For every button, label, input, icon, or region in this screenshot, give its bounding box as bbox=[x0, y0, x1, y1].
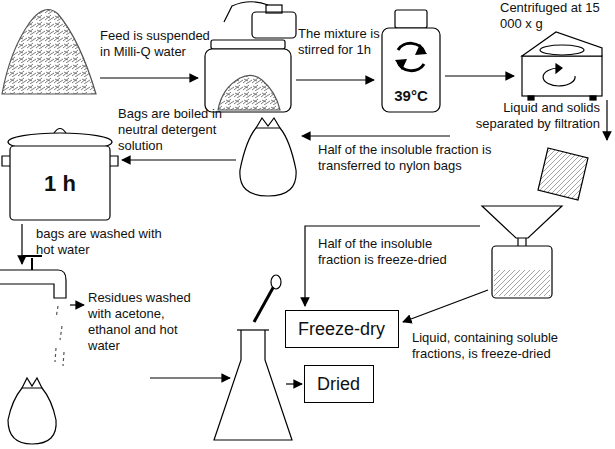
filter-paper bbox=[538, 148, 588, 200]
flow-arrow bbox=[22, 76, 607, 384]
step-label: Residues washed with acetone, ethanol an… bbox=[88, 290, 200, 354]
step-label: Centrifuged at 15 000 x g bbox=[500, 0, 600, 32]
step-label: Bags are boiled in neutral detergent sol… bbox=[118, 106, 234, 154]
funnel-flask bbox=[482, 206, 562, 298]
jar bbox=[205, 40, 291, 112]
step-label: Liquid, containing soluble fractions, is… bbox=[412, 330, 608, 362]
step-label: Liquid and solids separated by filtratio… bbox=[452, 100, 600, 132]
washed-bag bbox=[8, 378, 56, 444]
step-label: The mixture is stirred for 1h bbox=[298, 26, 380, 58]
pipette-flask bbox=[214, 275, 292, 440]
bottle bbox=[382, 10, 440, 112]
process-box: Freeze-dry bbox=[285, 310, 399, 348]
box-text: Freeze-dry bbox=[298, 318, 386, 340]
step-label: Half of the insoluble fraction is transf… bbox=[318, 142, 518, 174]
nylon-bag bbox=[240, 118, 296, 196]
box-text: Dried bbox=[317, 373, 361, 395]
step-label: bags are washed with hot water bbox=[36, 226, 166, 258]
water-tap bbox=[0, 256, 66, 366]
parameter-value: 1 h bbox=[30, 170, 90, 198]
wash-bottle bbox=[224, 2, 296, 38]
process-box: Dried bbox=[304, 365, 374, 403]
centrifuge bbox=[522, 32, 602, 100]
step-label: Feed is suspended in Milli-Q water bbox=[100, 28, 212, 60]
parameter-value: 39°C bbox=[382, 86, 440, 105]
step-label: Half of the insoluble fraction is freeze… bbox=[318, 236, 454, 268]
hay-pile bbox=[2, 10, 96, 95]
pot bbox=[2, 129, 118, 221]
